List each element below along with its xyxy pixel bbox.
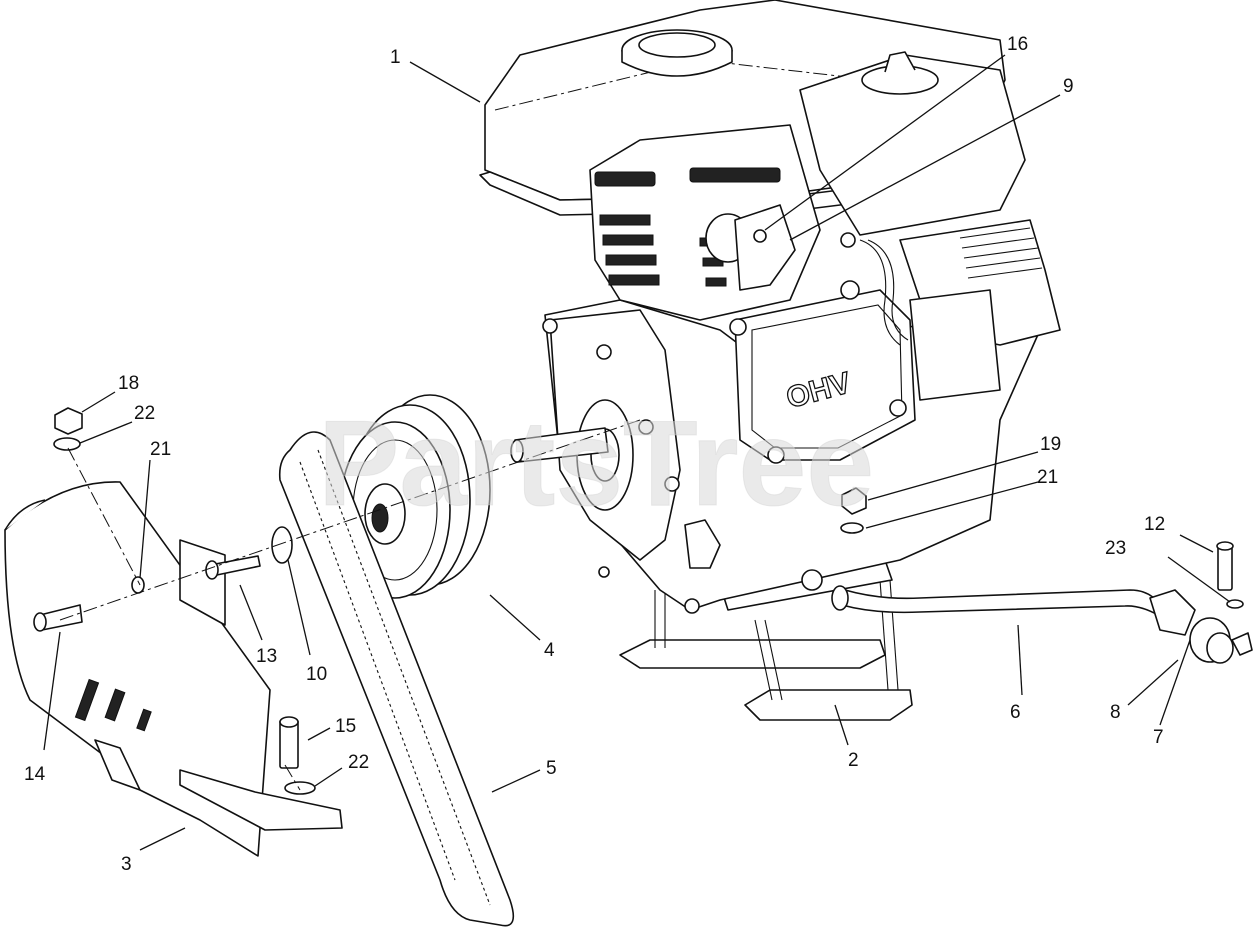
callout-23: 23 [1105,538,1126,559]
callout-16: 16 [1007,34,1028,55]
callout-4: 4 [544,640,555,661]
assembly-axis-lines [59,419,641,791]
callout-12: 12 [1144,514,1165,535]
callout-21-left: 21 [150,439,171,460]
callout-5: 5 [546,758,557,779]
callout-9: 9 [1063,76,1074,97]
callout-1: 1 [390,47,401,68]
callout-13: 13 [256,646,277,667]
callout-18: 18 [118,373,139,394]
leader-lines [43,54,1231,851]
callout-21-right: 21 [1037,467,1058,488]
callout-19: 19 [1040,434,1061,455]
callout-22-top: 22 [134,403,155,424]
callout-3: 3 [121,854,132,875]
callout-15: 15 [335,716,356,737]
callout-10: 10 [306,664,327,685]
cooling-fins [959,227,1043,279]
callout-6: 6 [1010,702,1021,723]
drive-belt [278,431,515,927]
callout-labels: 1 2 3 4 5 6 7 8 9 10 12 13 14 15 16 18 1… [24,34,1165,875]
belt-guard [4,481,343,857]
hardware-fasteners [33,407,316,795]
callout-14: 14 [24,764,46,785]
callout-8: 8 [1110,702,1121,723]
callout-22-bottom: 22 [348,752,369,773]
callout-2: 2 [848,750,859,771]
callout-7: 7 [1153,727,1164,748]
watermark-text: PartsTree [318,395,874,531]
drain-hose-assembly [831,541,1253,664]
